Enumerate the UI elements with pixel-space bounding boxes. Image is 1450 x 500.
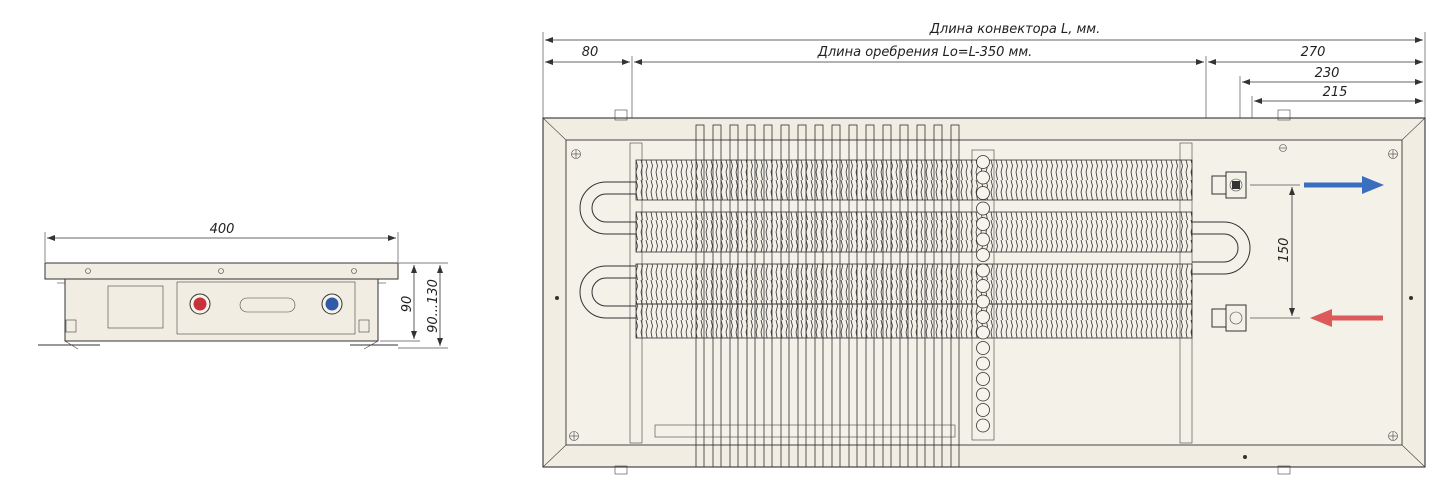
- lower-rail: [654, 424, 956, 438]
- perforation-hole: [976, 325, 990, 340]
- right-offset-230-label: 230: [1315, 66, 1340, 81]
- inlet-connector-icon: [1211, 304, 1247, 332]
- pipe-bend-right: [1192, 221, 1251, 275]
- pipe-bend-left-top: [579, 181, 636, 235]
- side-foot-left: [65, 319, 77, 333]
- perforation-hole: [976, 372, 990, 386]
- screw-icon: [1279, 144, 1287, 152]
- perforation-hole: [976, 403, 990, 417]
- screw-icon: [571, 149, 581, 159]
- perforation-hole: [976, 356, 990, 371]
- damper-strip: [916, 124, 926, 468]
- perforation-holes: [976, 155, 990, 433]
- pipe-bend-left-top-inner: [591, 193, 636, 223]
- side-foot-right: [358, 319, 370, 333]
- perforation-hole: [976, 263, 990, 278]
- damper-strip: [933, 124, 943, 468]
- left-offset-label: 80: [582, 45, 599, 60]
- total-length-label: Длина конвектора L, мм.: [929, 22, 1100, 37]
- damper-strip: [882, 124, 892, 468]
- damper-strip: [814, 124, 824, 468]
- screw-icon: [555, 296, 559, 300]
- pipe-bend-left-bottom-inner: [591, 277, 636, 307]
- frame-corner-bevel: [542, 444, 567, 468]
- right-offset-215-label: 215: [1323, 85, 1348, 100]
- perforation-hole: [976, 201, 990, 216]
- outlet-connector-icon: [1211, 171, 1247, 199]
- right-offset-270-label: 270: [1301, 45, 1326, 60]
- damper-strips: [695, 124, 960, 468]
- perforation-hole: [976, 232, 990, 247]
- mounting-tab: [614, 465, 628, 475]
- perforation-hole: [976, 310, 990, 324]
- screw-icon: [1243, 455, 1247, 459]
- damper-strip: [950, 124, 960, 468]
- damper-strip: [712, 124, 722, 468]
- perforation-hole: [976, 387, 990, 402]
- mounting-tab: [1277, 465, 1291, 475]
- screw-icon: [1409, 296, 1413, 300]
- damper-strip: [899, 124, 909, 468]
- side-base-slope: [64, 340, 79, 350]
- side-screw: [351, 268, 357, 274]
- center-perforated-rail: [971, 149, 995, 441]
- pipe-bend-left-bottom: [579, 265, 636, 319]
- perforation-hole: [976, 186, 990, 200]
- side-height-range-label: 90...130: [426, 279, 441, 333]
- side-slot: [239, 297, 296, 313]
- perforation-hole: [976, 217, 990, 231]
- mounting-tab: [614, 109, 628, 121]
- perforation-hole: [976, 418, 990, 433]
- side-panel-center: [176, 281, 356, 335]
- fin-row-2: [635, 211, 1193, 253]
- damper-strip: [865, 124, 875, 468]
- arrow-right-icon: [1304, 176, 1384, 194]
- hot-water-connector-icon: [189, 293, 211, 315]
- perforation-hole: [976, 170, 990, 185]
- side-screw: [218, 268, 224, 274]
- damper-strip: [848, 124, 858, 468]
- frame-corner-bevel: [1401, 444, 1426, 468]
- damper-strip: [746, 124, 756, 468]
- fin-row-4: [635, 303, 1193, 339]
- side-panel-left: [107, 285, 164, 329]
- damper-strip: [695, 124, 705, 468]
- side-top-flange: [44, 262, 399, 280]
- top-view: Длина конвектора L, мм. 80 Длина оребрен…: [542, 22, 1426, 475]
- screw-icon: [1388, 149, 1398, 159]
- side-height-label: 90: [400, 296, 415, 313]
- cold-water-connector-icon: [321, 293, 343, 315]
- frame-corner-bevel: [1401, 117, 1426, 141]
- side-view: 400 90 90: [38, 222, 448, 350]
- fin-length-label: Длина оребрения Lo=L-350 мм.: [817, 45, 1033, 60]
- pipe-bend-right-inner: [1192, 233, 1239, 263]
- side-screw: [85, 268, 91, 274]
- frame-corner-bevel: [542, 117, 567, 141]
- damper-strip: [797, 124, 807, 468]
- damper-strip: [763, 124, 773, 468]
- damper-strip: [780, 124, 790, 468]
- perforation-hole: [976, 248, 990, 262]
- fin-row-1: [635, 159, 1193, 201]
- mounting-tab: [1277, 109, 1291, 121]
- perforation-hole: [976, 294, 990, 309]
- fin-row-3: [635, 263, 1193, 305]
- side-width-label: 400: [210, 222, 235, 237]
- pipe-spacing-label: 150: [1277, 238, 1292, 263]
- screw-icon: [569, 431, 579, 441]
- damper-strip: [729, 124, 739, 468]
- side-base-slope: [363, 340, 379, 350]
- screw-icon: [1388, 431, 1398, 441]
- damper-strip: [831, 124, 841, 468]
- perforation-hole: [976, 279, 990, 293]
- perforation-hole: [976, 155, 990, 169]
- perforation-hole: [976, 341, 990, 355]
- arrow-left-icon: [1310, 309, 1383, 327]
